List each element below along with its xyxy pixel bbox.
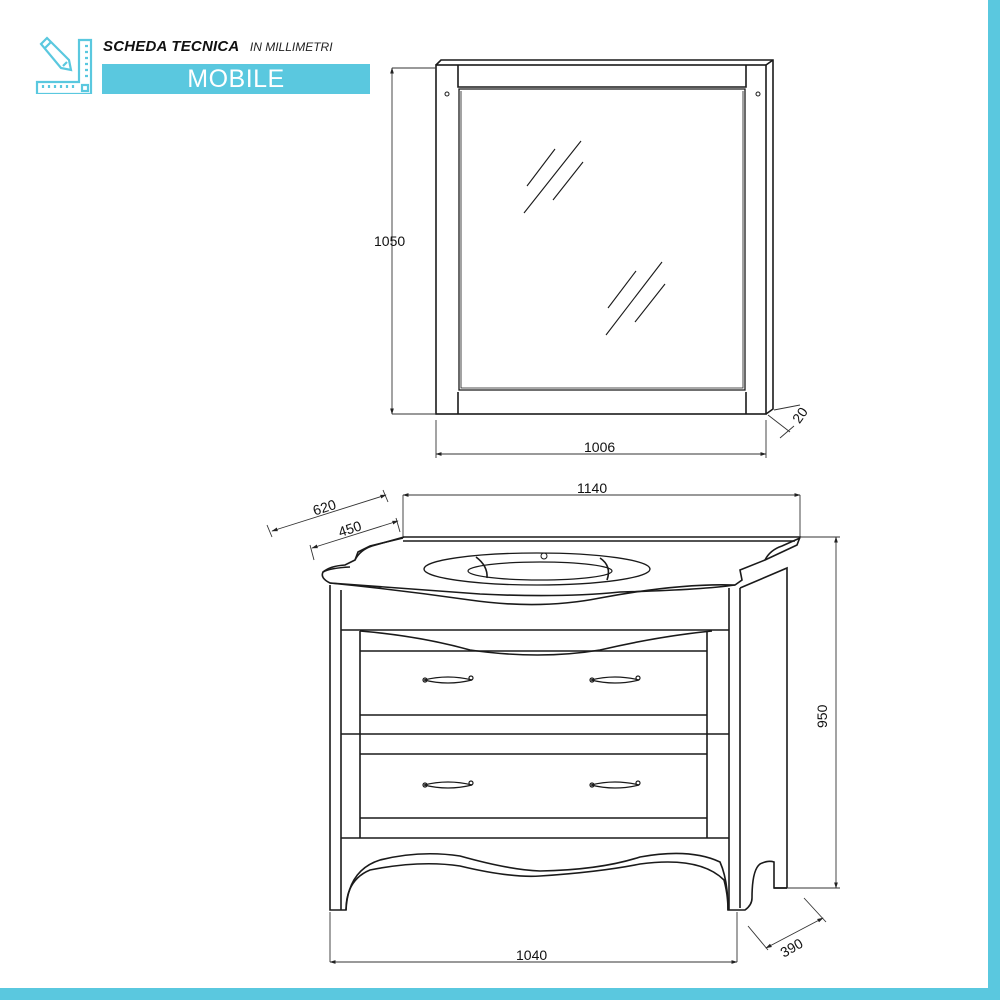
right-accent-border xyxy=(988,0,1000,1000)
spec-sheet-header: SCHEDA TECNICA IN MILLIMETRI MOBILE xyxy=(35,36,375,98)
mirror-drawing xyxy=(435,59,774,415)
ruler-pencil-icon xyxy=(35,36,93,94)
product-label: MOBILE xyxy=(102,64,370,94)
bottom-accent-border xyxy=(0,988,1000,1000)
basin-depth-label: 450 xyxy=(336,517,363,540)
top-width-label: 1140 xyxy=(577,480,607,496)
mirror-depth-label: 20 xyxy=(789,404,811,426)
height-label: 950 xyxy=(814,704,830,728)
handle-icon xyxy=(422,780,474,789)
handle-icon xyxy=(589,780,641,789)
mirror-dimensions xyxy=(390,67,801,458)
drawer-handles xyxy=(422,675,641,789)
glass-reflection-icon xyxy=(523,140,666,336)
sheet-title: SCHEDA TECNICA xyxy=(103,38,240,55)
units-label: IN MILLIMETRI xyxy=(249,40,333,54)
mirror-width-label: 1006 xyxy=(584,439,615,455)
base-width-label: 1040 xyxy=(516,947,547,963)
top-depth-label: 620 xyxy=(311,496,338,519)
cabinet-dimensions xyxy=(266,489,840,964)
handle-icon xyxy=(422,675,474,684)
base-depth-label: 390 xyxy=(777,935,805,961)
cabinet-drawing xyxy=(321,536,802,911)
handle-icon xyxy=(589,675,641,684)
mirror-height-label: 1050 xyxy=(374,233,405,249)
